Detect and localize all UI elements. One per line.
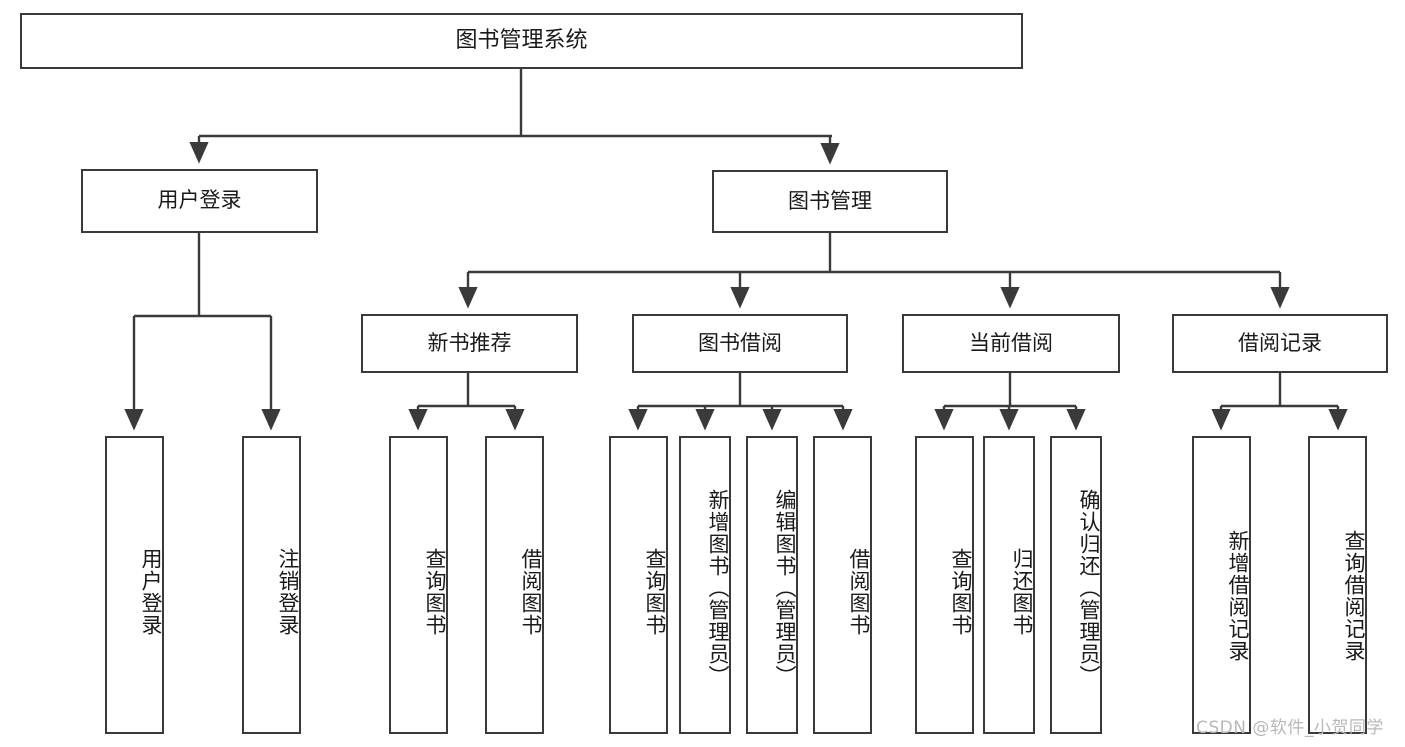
node-current-borrow-label: 当前借阅: [969, 330, 1053, 355]
node-leaf-confirm-return[interactable]: 确认归还（管理员）: [1050, 436, 1102, 734]
node-leaf-query-book-3-label: 查询图书: [949, 548, 973, 636]
watermark: CSDN @软件_小贺同学: [1196, 718, 1384, 738]
node-leaf-user-login[interactable]: 用户登录: [105, 436, 164, 734]
node-leaf-user-logout-label: 注销登录: [276, 548, 300, 636]
node-leaf-return-book-label: 归还图书: [1010, 548, 1034, 636]
node-leaf-borrow-book-1-label: 借阅图书: [519, 548, 543, 636]
node-borrow-record[interactable]: 借阅记录: [1172, 314, 1388, 373]
node-book-management[interactable]: 图书管理: [712, 170, 948, 233]
node-leaf-borrow-book-2[interactable]: 借阅图书: [813, 436, 872, 734]
node-leaf-add-book-label: 新增图书（管理员）: [706, 489, 730, 687]
node-current-borrow[interactable]: 当前借阅: [902, 314, 1120, 373]
node-leaf-borrow-book-2-label: 借阅图书: [847, 548, 871, 636]
node-leaf-add-book[interactable]: 新增图书（管理员）: [679, 436, 731, 734]
node-book-borrow[interactable]: 图书借阅: [632, 314, 848, 373]
node-new-book-recommend-label: 新书推荐: [427, 330, 512, 355]
node-leaf-query-book-1-label: 查询图书: [423, 548, 447, 636]
node-leaf-query-book-3[interactable]: 查询图书: [915, 436, 974, 734]
node-new-book-recommend[interactable]: 新书推荐: [361, 314, 578, 373]
node-leaf-query-book-2-label: 查询图书: [643, 548, 667, 636]
node-borrow-record-label: 借阅记录: [1238, 330, 1322, 355]
node-book-management-label: 图书管理: [788, 188, 872, 213]
node-leaf-add-record-label: 新增借阅记录: [1226, 530, 1250, 662]
node-root-label: 图书管理系统: [455, 27, 588, 53]
node-leaf-query-book-2[interactable]: 查询图书: [609, 436, 668, 734]
node-leaf-add-record[interactable]: 新增借阅记录: [1192, 436, 1251, 734]
node-root[interactable]: 图书管理系统: [20, 13, 1023, 69]
node-leaf-edit-book[interactable]: 编辑图书（管理员）: [746, 436, 798, 734]
node-leaf-confirm-return-label: 确认归还（管理员）: [1077, 489, 1101, 687]
node-leaf-return-book[interactable]: 归还图书: [983, 436, 1035, 734]
node-leaf-edit-book-label: 编辑图书（管理员）: [773, 489, 797, 687]
node-leaf-borrow-book-1[interactable]: 借阅图书: [485, 436, 544, 734]
node-leaf-user-login-label: 用户登录: [139, 548, 163, 636]
node-leaf-query-record[interactable]: 查询借阅记录: [1308, 436, 1367, 734]
node-leaf-query-book-1[interactable]: 查询图书: [389, 436, 448, 734]
node-leaf-query-record-label: 查询借阅记录: [1342, 530, 1366, 662]
node-book-borrow-label: 图书借阅: [698, 330, 782, 355]
node-leaf-user-logout[interactable]: 注销登录: [242, 436, 301, 734]
node-user-login-label: 用户登录: [157, 188, 242, 213]
node-user-login[interactable]: 用户登录: [81, 169, 318, 233]
